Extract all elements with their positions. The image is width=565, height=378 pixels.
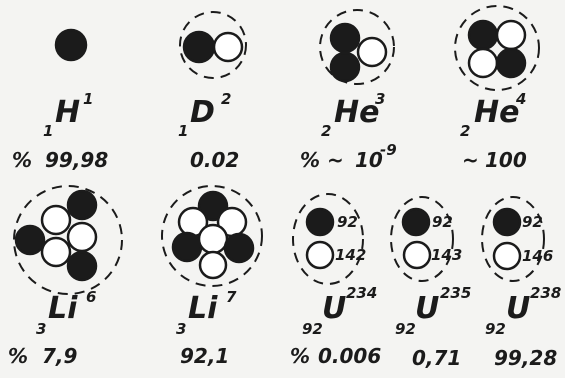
u235-neutron-group (402, 240, 432, 270)
he3-shell (319, 9, 395, 85)
li6-neutron (40, 236, 72, 268)
li7-shell (161, 185, 263, 287)
d2-mass-number: 2 (221, 90, 232, 108)
h1-mass-number: 1 (83, 90, 94, 108)
li7-mass-number: 7 (226, 288, 237, 306)
he4-neutron (467, 47, 499, 79)
li6-neutron (66, 221, 98, 253)
h1-proton (54, 28, 88, 62)
u234-abundance: 0.006 (318, 344, 382, 368)
li6-atomic-number: 3 (36, 320, 47, 338)
he4-proton (467, 19, 499, 51)
he4-proton (495, 47, 527, 79)
u234-neutron-count: 142 (335, 246, 367, 264)
he3-percent-approx: % ~ (300, 148, 344, 172)
u238-shell (481, 196, 545, 282)
u235-shell (390, 196, 454, 282)
he3-symbol: He (334, 95, 380, 130)
li7-abundance: 92,1 (180, 344, 230, 368)
u235-mass-number: 235 (440, 284, 472, 302)
d2-proton (182, 30, 216, 64)
u238-neutron-group (492, 241, 522, 271)
li7-atomic-number: 3 (176, 320, 187, 338)
d2-symbol: D (190, 95, 215, 130)
u238-proton-count: 92 (522, 213, 543, 231)
li6-neutron (40, 204, 72, 236)
li6-proton (66, 189, 98, 221)
d2-atomic-number: 1 (178, 122, 189, 140)
he4-mass-number: 4 (516, 90, 527, 108)
h2-shell (179, 11, 247, 79)
li7-proton (171, 231, 203, 263)
d2-neutron (212, 31, 244, 63)
u234-proton-group (305, 207, 335, 237)
u235-atomic-number: 92 (395, 320, 416, 338)
he4-neutron (495, 19, 527, 51)
u234-symbol: U (322, 291, 347, 326)
u235-abundance: 0,71 (412, 346, 462, 370)
u238-atomic-number: 92 (485, 320, 506, 338)
li6-symbol: Li (48, 291, 78, 326)
u238-neutron-count: 146 (522, 247, 554, 265)
he4-shell (454, 5, 540, 91)
u234-atomic-number: 92 (302, 320, 323, 338)
li7-proton (223, 232, 255, 264)
h1-atomic-number: 1 (43, 122, 54, 140)
h1-abundance: 99,98 (45, 148, 109, 172)
he3-abundance-exponent: -9 (380, 141, 397, 159)
he3-neutron (356, 36, 388, 68)
u235-proton-group (401, 207, 431, 237)
li6-percent-sign: % (8, 344, 29, 368)
u234-shell (292, 193, 364, 285)
li7-neutron (198, 250, 228, 280)
he4-approx-sign: ~ (462, 148, 479, 172)
u238-abundance: 99,28 (494, 346, 558, 370)
u235-neutron-count: 143 (431, 246, 463, 264)
he4-abundance: 100 (485, 148, 527, 172)
he3-atomic-number: 2 (321, 122, 332, 140)
li7-symbol: Li (188, 291, 218, 326)
li6-shell (13, 185, 123, 295)
he3-abundance-base: 10 (355, 148, 383, 172)
he3-mass-number: 3 (375, 90, 386, 108)
u235-symbol: U (415, 291, 440, 326)
d2-abundance: 0.02 (190, 148, 240, 172)
u235-proton-count: 92 (432, 213, 453, 231)
h1-symbol: H (55, 95, 81, 130)
li6-proton (14, 224, 46, 256)
li6-abundance: 7,9 (42, 344, 78, 368)
u238-symbol: U (506, 291, 531, 326)
he4-symbol: He (474, 95, 520, 130)
he4-atomic-number: 2 (460, 122, 471, 140)
li6-proton (66, 250, 98, 282)
u238-mass-number: 238 (530, 284, 562, 302)
li6-mass-number: 6 (86, 288, 97, 306)
u234-percent-sign: % (290, 344, 311, 368)
u238-proton-group (492, 207, 522, 237)
u234-mass-number: 234 (346, 284, 378, 302)
he3-proton (329, 51, 361, 83)
li7-neutron (197, 223, 229, 255)
u234-proton-count: 92 (337, 213, 358, 231)
he3-proton (329, 22, 361, 54)
u234-neutron-group (305, 240, 335, 270)
h1-percent-sign: % (12, 148, 33, 172)
